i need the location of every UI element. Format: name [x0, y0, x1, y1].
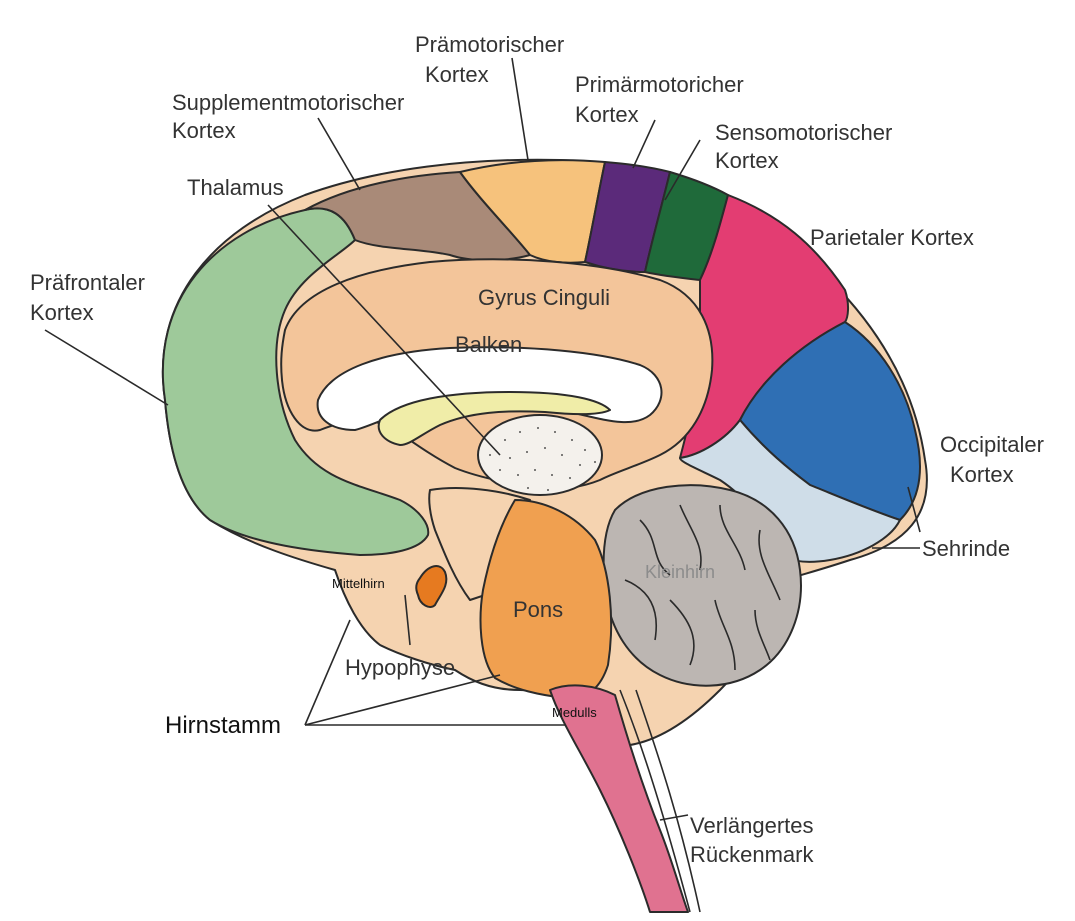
- label-praefrontal-1: Präfrontaler: [30, 270, 145, 295]
- label-praefrontal-2: Kortex: [30, 300, 94, 325]
- label-occipital-2: Kortex: [950, 462, 1014, 487]
- label-sensomotorisch-1: Sensomotorischer: [715, 120, 892, 145]
- label-hirnstamm: Hirnstamm: [165, 712, 281, 739]
- label-supplement-2: Kortex: [172, 118, 236, 143]
- label-medulls: Medulls: [552, 705, 597, 720]
- label-occipital-1: Occipitaler: [940, 432, 1044, 457]
- label-parietal: Parietaler Kortex: [810, 225, 974, 250]
- label-kleinhirn: Kleinhirn: [645, 562, 715, 582]
- label-praemotorisch-2: Kortex: [425, 62, 489, 87]
- label-thalamus: Thalamus: [187, 175, 284, 200]
- label-pons: Pons: [513, 597, 563, 622]
- label-gyrus: Gyrus Cinguli: [478, 285, 610, 310]
- label-sehrinde: Sehrinde: [922, 536, 1010, 561]
- label-rueckenmark-2: Rückenmark: [690, 842, 814, 867]
- label-rueckenmark-1: Verlängertes: [690, 813, 814, 838]
- label-sensomotorisch-2: Kortex: [715, 148, 779, 173]
- region-thalamus: [478, 415, 602, 495]
- region-kleinhirn: [604, 485, 801, 686]
- label-hypophyse: Hypophyse: [345, 655, 455, 680]
- label-mittelhirn: Mittelhirn: [332, 576, 385, 591]
- label-praemotorisch-1: Prämotorischer: [415, 32, 564, 57]
- label-primaer-2: Kortex: [575, 102, 639, 127]
- label-primaer-1: Primärmotoricher: [575, 72, 744, 97]
- label-balken: Balken: [455, 332, 522, 357]
- label-supplement-1: Supplementmotorischer: [172, 90, 404, 115]
